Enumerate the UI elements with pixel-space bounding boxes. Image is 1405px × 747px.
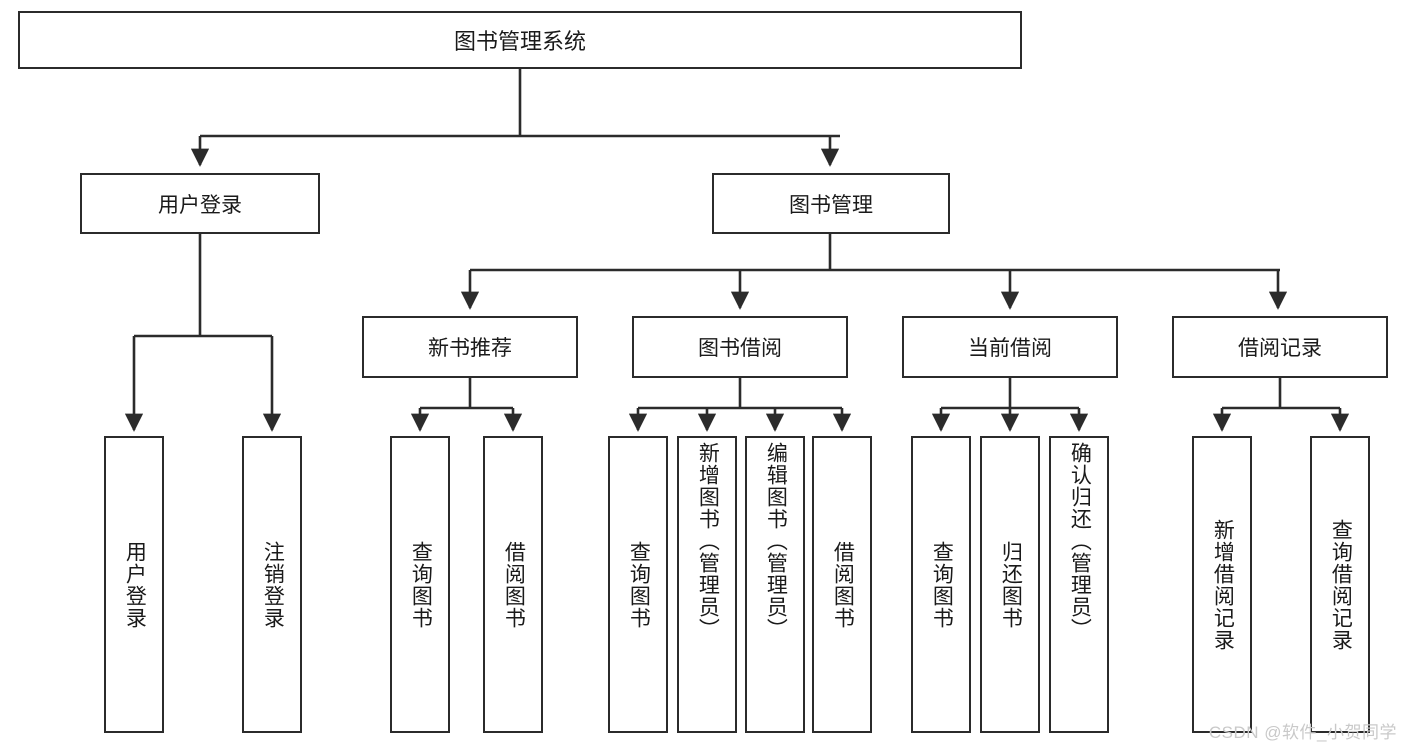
leaf-label: 借阅图书 [502, 540, 526, 629]
leaf-new-book-borrow-book[interactable]: 借阅图书 [483, 436, 543, 733]
node-label: 借阅记录 [1238, 337, 1322, 360]
node-label: 图书借阅 [698, 337, 782, 360]
csdn-watermark: CSDN @软件_小贺同学 [1208, 723, 1397, 742]
node-current-borrow[interactable]: 当前借阅 [902, 316, 1118, 378]
leaf-book-borrow-borrow-book[interactable]: 借阅图书 [812, 436, 872, 733]
leaf-label: 归还图书 [999, 540, 1023, 629]
leaf-label: 新增图书（管理员） [696, 442, 720, 640]
leaf-label: 注销登录 [261, 540, 285, 629]
node-root-book-management-system[interactable]: 图书管理系统 [18, 11, 1022, 69]
leaf-label: 新增借阅记录 [1211, 518, 1235, 651]
leaf-label: 借阅图书 [831, 540, 855, 629]
node-label: 用户登录 [158, 193, 242, 217]
node-book-borrow[interactable]: 图书借阅 [632, 316, 848, 378]
node-label: 图书管理 [789, 193, 873, 217]
leaf-book-borrow-edit-book-admin[interactable]: 编辑图书（管理员） [745, 436, 805, 733]
leaf-book-borrow-add-book-admin[interactable]: 新增图书（管理员） [677, 436, 737, 733]
node-book-management[interactable]: 图书管理 [712, 173, 950, 234]
leaf-current-borrow-return-book[interactable]: 归还图书 [980, 436, 1040, 733]
leaf-user-login-login[interactable]: 用户登录 [104, 436, 164, 733]
leaf-label: 查询图书 [930, 540, 954, 629]
leaf-current-borrow-confirm-return-admin[interactable]: 确认归还（管理员） [1049, 436, 1109, 733]
leaf-label: 用户登录 [123, 540, 147, 629]
leaf-book-borrow-query-book[interactable]: 查询图书 [608, 436, 668, 733]
leaf-label: 确认归还（管理员） [1068, 442, 1092, 640]
node-borrow-record[interactable]: 借阅记录 [1172, 316, 1388, 378]
node-label: 当前借阅 [968, 337, 1052, 360]
leaf-new-book-query-book[interactable]: 查询图书 [390, 436, 450, 733]
leaf-borrow-record-query-record[interactable]: 查询借阅记录 [1310, 436, 1370, 733]
node-user-login[interactable]: 用户登录 [80, 173, 320, 234]
node-label: 新书推荐 [428, 337, 512, 360]
node-label: 图书管理系统 [453, 29, 586, 54]
leaf-label: 查询借阅记录 [1329, 518, 1353, 651]
leaf-label: 查询图书 [409, 540, 433, 629]
leaf-borrow-record-add-record[interactable]: 新增借阅记录 [1192, 436, 1252, 733]
leaf-label: 编辑图书（管理员） [764, 442, 788, 640]
leaf-user-login-logout[interactable]: 注销登录 [242, 436, 302, 733]
leaf-label: 查询图书 [627, 540, 651, 629]
node-new-book-recommend[interactable]: 新书推荐 [362, 316, 578, 378]
leaf-current-borrow-query-book[interactable]: 查询图书 [911, 436, 971, 733]
